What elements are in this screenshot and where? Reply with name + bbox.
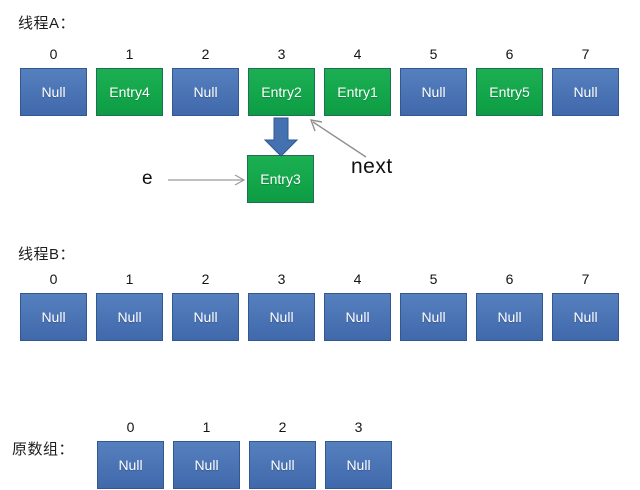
detached-node-entry3: Entry3 (247, 155, 314, 203)
bucket-index-label: 7 (581, 271, 590, 287)
bucket-cell: Entry4 (96, 68, 163, 116)
bucket-index-label: 3 (277, 271, 286, 287)
bucket-cell: Null (324, 293, 391, 341)
bucket-index-label: 2 (278, 419, 287, 435)
bucket-cell: Null (20, 293, 87, 341)
bucket-index-label: 4 (353, 46, 362, 62)
bucket-index-label: 1 (125, 46, 134, 62)
bucket-index-label: 2 (201, 46, 210, 62)
bucket-cell: Null (96, 293, 163, 341)
row-label-2: 原数组： (12, 441, 75, 458)
e-pointer-arrow-icon (168, 174, 246, 186)
bucket-cell: Null (325, 441, 392, 489)
bucket-cell: Null (249, 441, 316, 489)
bucket-index-label: 0 (49, 46, 58, 62)
bucket-index-label: 2 (201, 271, 210, 287)
bucket-index-label: 0 (126, 419, 135, 435)
bucket-cell: Null (400, 68, 467, 116)
bucket-index-label: 5 (429, 271, 438, 287)
bucket-index-label: 6 (505, 46, 514, 62)
bucket-cell: Entry5 (476, 68, 543, 116)
bucket-cell: Null (552, 68, 619, 116)
bucket-cell: Null (172, 68, 239, 116)
bucket-cell: Null (97, 441, 164, 489)
next-pointer-arrow-icon (309, 119, 367, 158)
e-variable-label: e (142, 168, 153, 189)
next-annotation-label: next (351, 155, 393, 178)
bucket-index-label: 3 (277, 46, 286, 62)
bucket-index-label: 4 (353, 271, 362, 287)
bucket-index-label: 3 (354, 419, 363, 435)
bucket-cell: Null (173, 441, 240, 489)
blue-down-arrow-icon (263, 117, 299, 157)
row-label-1: 线程B： (18, 246, 76, 263)
bucket-index-label: 0 (49, 271, 58, 287)
bucket-cell: Null (476, 293, 543, 341)
bucket-cell: Null (172, 293, 239, 341)
bucket-index-label: 7 (581, 46, 590, 62)
bucket-cell: Entry2 (248, 68, 315, 116)
bucket-index-label: 6 (505, 271, 514, 287)
bucket-cell: Null (248, 293, 315, 341)
row-label-0: 线程A： (18, 15, 76, 32)
bucket-cell: Null (400, 293, 467, 341)
bucket-index-label: 1 (202, 419, 211, 435)
bucket-cell: Entry1 (324, 68, 391, 116)
bucket-index-label: 5 (429, 46, 438, 62)
bucket-index-label: 1 (125, 271, 134, 287)
bucket-cell: Null (552, 293, 619, 341)
bucket-cell: Null (20, 68, 87, 116)
